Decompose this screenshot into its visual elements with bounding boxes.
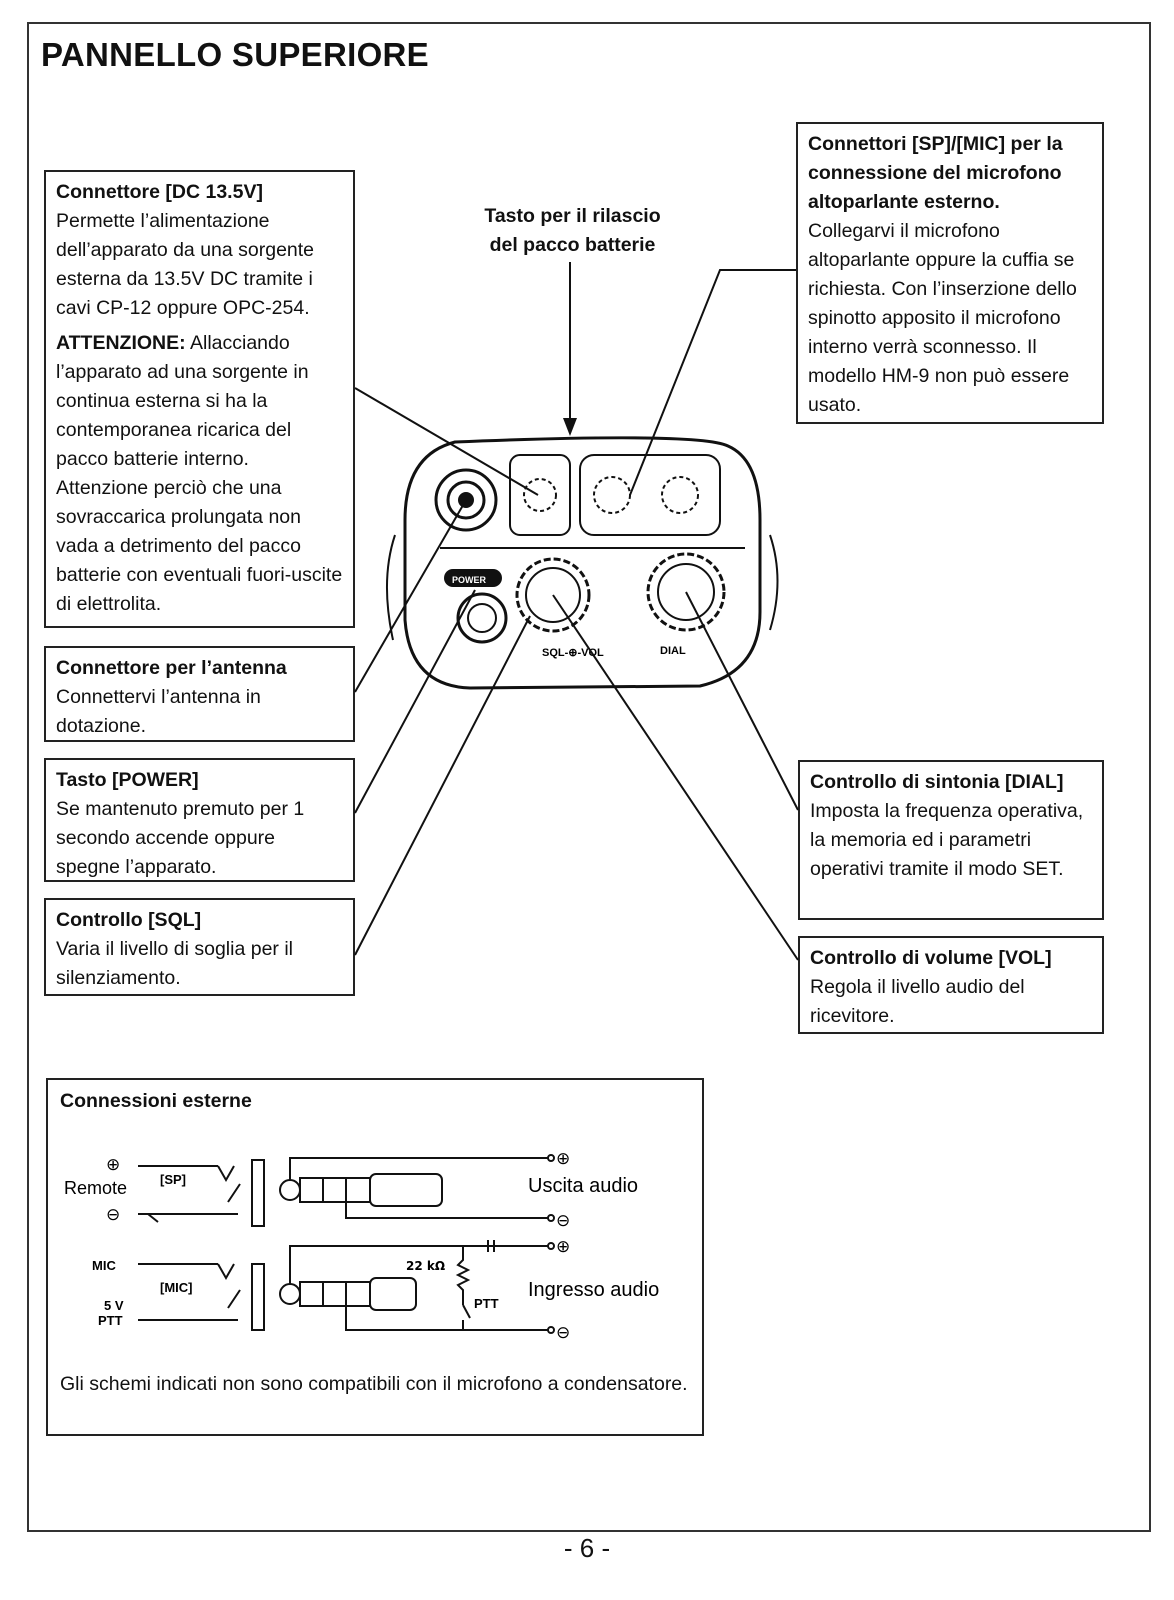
antenna-text: Connettervi l’antenna in dotazione. <box>56 686 261 737</box>
dc-connector-title: Connettore [DC 13.5V] <box>56 181 263 203</box>
sql-box: Controllo [SQL] Varia il livello di sogl… <box>44 898 355 996</box>
power-title: Tasto [POWER] <box>56 769 199 791</box>
sp-mic-text: Collegarvi il microfono altoparlante opp… <box>808 220 1077 416</box>
sql-vol-label: SQL-⊕-VOL <box>542 647 604 659</box>
power-text: Se mantenuto premuto per 1 secondo accen… <box>56 798 305 878</box>
external-note: Gli schemi indicati non sono compatibili… <box>60 1373 688 1395</box>
page-number: - 6 - <box>563 1533 611 1563</box>
sp-jack <box>523 478 557 512</box>
power-box: Tasto [POWER] Se mantenuto premuto per 1… <box>44 758 355 882</box>
sp-mic-title: Connettori [SP]/[MIC] per la connessione… <box>808 133 1063 213</box>
mic-jack <box>593 476 631 514</box>
leader-lines <box>354 269 799 961</box>
sp-minus-symbol: ⊖ <box>106 1205 120 1225</box>
radio-side <box>385 534 396 641</box>
audio-in-label: Ingresso audio <box>528 1279 659 1301</box>
radio-diagram: SQL-⊕-VOL DIAL POWER <box>354 262 799 961</box>
dc-connector-box: Connettore [DC 13.5V] Permette l’aliment… <box>44 170 355 628</box>
sp-label: [SP] <box>160 1172 186 1187</box>
dial-title: Controllo di sintonia [DIAL] <box>810 771 1064 793</box>
external-connections-box: Connessioni esterne <box>46 1078 704 1436</box>
5v-label: 5 V <box>104 1298 124 1313</box>
radio-side-right <box>769 534 779 631</box>
release-arrowhead <box>563 418 577 436</box>
sql-vol-knob[interactable] <box>515 557 591 633</box>
sql-text: Varia il livello di soglia per il silenz… <box>56 938 293 989</box>
in-minus-symbol: ⊖ <box>556 1323 570 1343</box>
page-title: PANNELLO SUPERIORE <box>41 36 429 73</box>
in-plus-symbol: ⊕ <box>556 1237 570 1257</box>
dial-box: Controllo di sintonia [DIAL] Imposta la … <box>798 760 1104 920</box>
vol-box: Controllo di volume [VOL] Regola il live… <box>798 936 1104 1034</box>
page-frame <box>27 22 1151 1532</box>
wiring-diagram: ⊕ ⊖ Remote [SP] ⊕ ⊖ Uscita audio MIC [MI… <box>64 1149 659 1343</box>
dc-connector-text: Permette l’alimentazione dell’apparato d… <box>56 210 315 319</box>
dc-warning: ATTENZIONE: Allacciando l’apparato ad un… <box>56 329 343 619</box>
dial-knob[interactable] <box>646 552 726 632</box>
radio-body <box>403 436 762 690</box>
sp-plus-symbol: ⊕ <box>106 1155 120 1175</box>
resistor-label: 22 kΩ <box>406 1259 445 1273</box>
power-button-label: POWER <box>452 575 487 585</box>
mic-jack-2 <box>661 476 699 514</box>
external-title: Connessioni esterne <box>60 1090 252 1112</box>
dial-label: DIAL <box>660 645 686 657</box>
ptt-label: PTT <box>474 1296 499 1311</box>
vol-title: Controllo di volume [VOL] <box>810 947 1052 969</box>
out-minus-symbol: ⊖ <box>556 1211 570 1231</box>
warning-text: Allacciando l’apparato ad una sorgente i… <box>56 332 343 615</box>
antenna-title: Connettore per l’antenna <box>56 657 287 679</box>
sql-title: Controllo [SQL] <box>56 909 202 931</box>
dc-jack-inner <box>446 480 486 520</box>
power-button[interactable] <box>444 569 502 587</box>
mic-label: [MIC] <box>160 1280 193 1295</box>
antenna-connector-inner <box>467 603 497 633</box>
battery-release-label: Tasto per il rilascio del pacco batterie <box>484 205 661 256</box>
remote-label: Remote <box>64 1178 127 1198</box>
dial-text: Imposta la frequenza operativa, la memor… <box>810 800 1084 880</box>
dial-knob-inner <box>657 563 715 621</box>
sp-cover <box>509 454 571 536</box>
mic-cover <box>579 454 721 536</box>
vol-text: Regola il livello audio del ricevitore. <box>810 976 1025 1027</box>
dc-jack <box>434 468 498 532</box>
audio-out-label: Uscita audio <box>528 1175 638 1197</box>
ptt-pin-label: PTT <box>98 1313 123 1328</box>
mic-pin-label: MIC <box>92 1258 116 1273</box>
sp-mic-box: Connettori [SP]/[MIC] per la connessione… <box>796 122 1104 424</box>
sql-vol-knob-inner <box>525 567 581 623</box>
antenna-box: Connettore per l’antenna Connettervi l’a… <box>44 646 355 742</box>
out-plus-symbol: ⊕ <box>556 1149 570 1169</box>
warning-label: ATTENZIONE: <box>56 332 186 354</box>
antenna-connector <box>456 592 508 644</box>
